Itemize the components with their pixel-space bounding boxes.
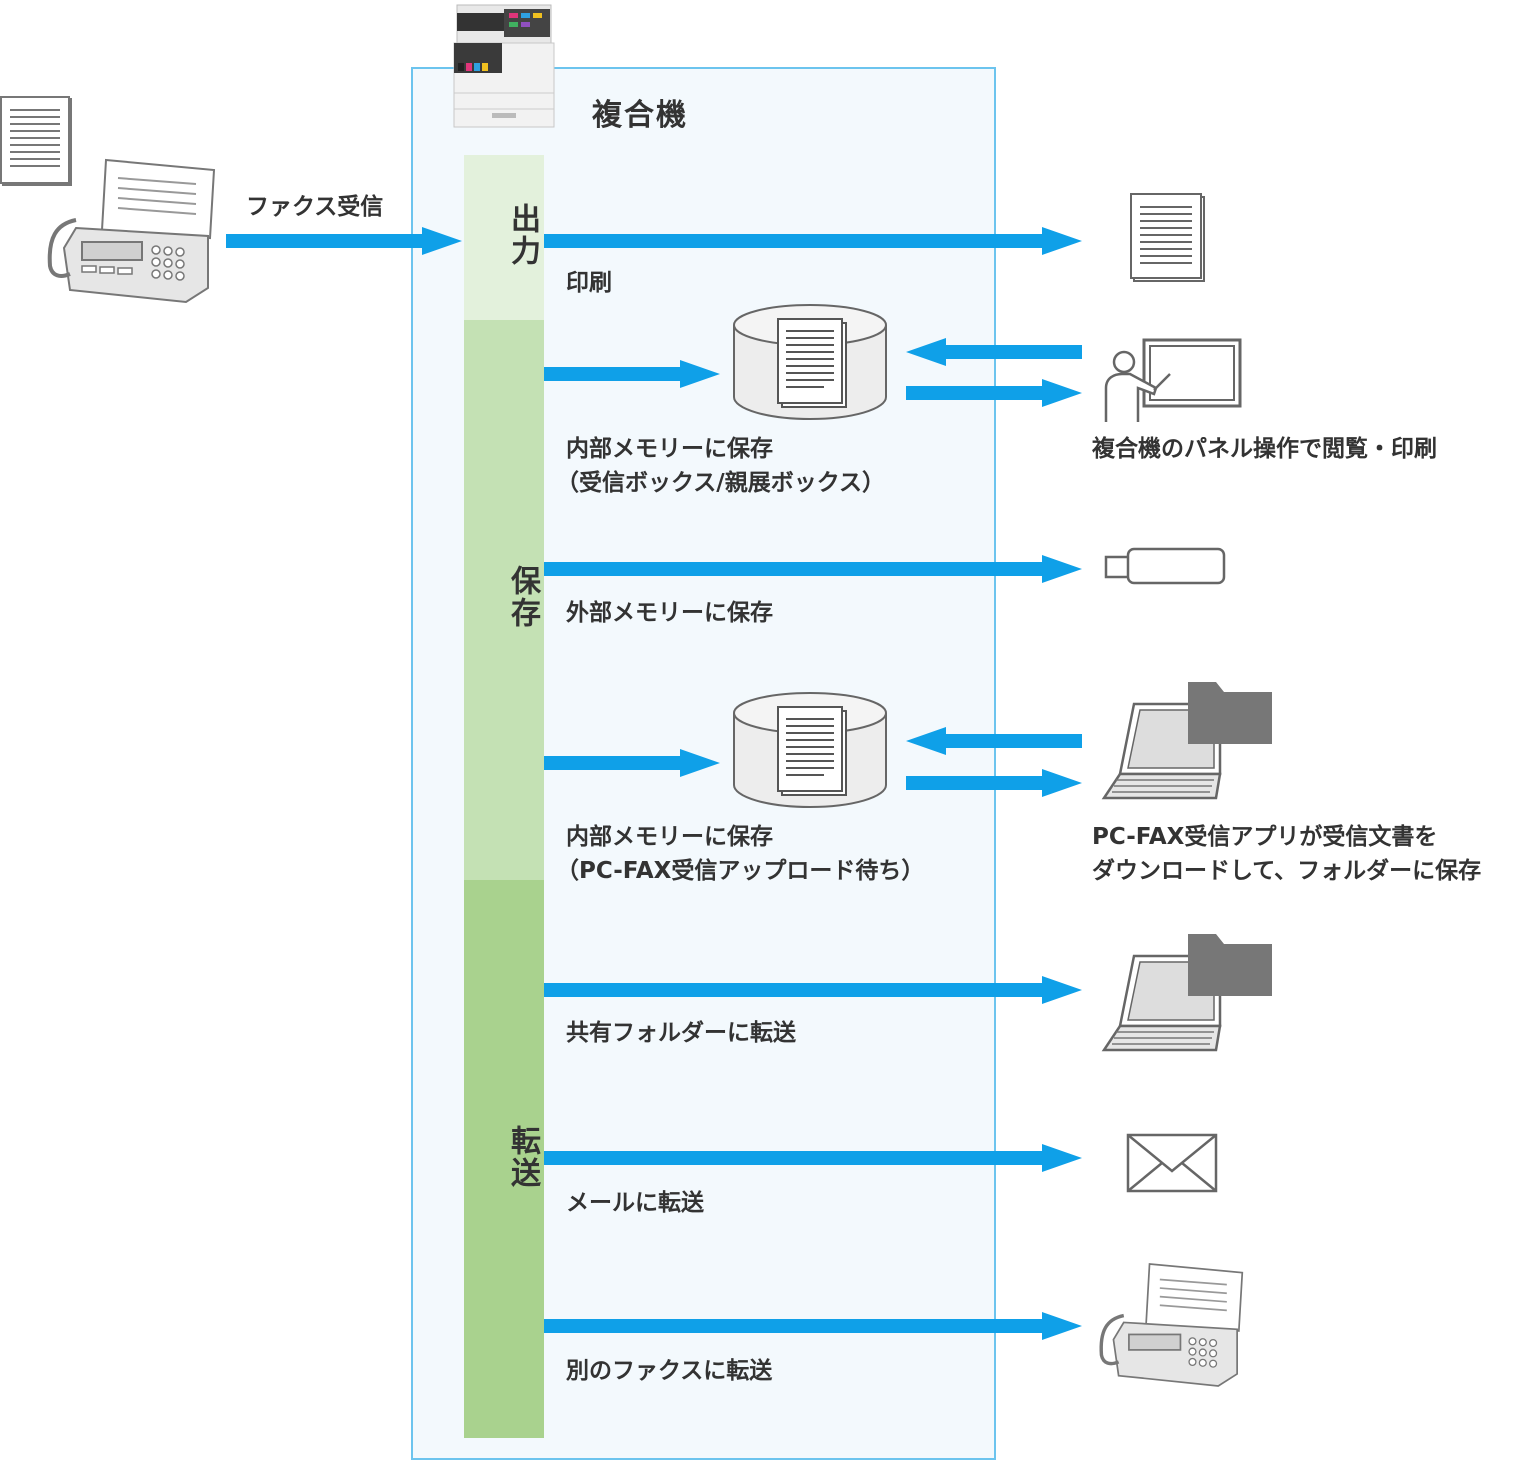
arrow-memory-1-to-panel <box>906 379 1082 407</box>
source-document-icon <box>0 96 72 186</box>
arrow-panel-to-memory-1 <box>906 338 1082 366</box>
route-other-fax-label: 別のファクスに転送 <box>566 1358 773 1384</box>
laptop-folder-icon-2 <box>1101 934 1272 1052</box>
laptop-folder-icon <box>1101 682 1272 800</box>
route-email-label: メールに転送 <box>566 1190 704 1216</box>
presenter-panel-icon <box>1104 338 1242 422</box>
route-pcfax-memory-label-1: 内部メモリーに保存 <box>566 824 773 850</box>
route-panel-view-label: 複合機のパネル操作で閲覧・印刷 <box>1092 436 1437 462</box>
route-print-label: 印刷 <box>566 270 612 296</box>
band-save-label: 保存 <box>505 565 540 629</box>
arrow-fax-receive <box>226 227 462 255</box>
route-internal-memory-label-2: （受信ボックス/親展ボックス） <box>556 470 886 496</box>
arrow-to-memory-1 <box>544 360 720 388</box>
route-pcfax-memory-label-2: （PC-FAX受信アップロード待ち） <box>556 858 925 884</box>
band-save: 保存 <box>464 320 544 880</box>
arrow-external-memory <box>544 555 1082 583</box>
band-output: 出力 <box>464 155 544 320</box>
band-forward-label: 転送 <box>505 1125 540 1189</box>
memory-drum-icon-2 <box>733 692 887 808</box>
route-shared-folder-label: 共有フォルダーに転送 <box>566 1020 796 1046</box>
band-forward: 転送 <box>464 880 544 1438</box>
memory-drum-icon <box>733 304 887 420</box>
arrow-email <box>544 1144 1082 1172</box>
arrow-print <box>544 227 1082 255</box>
usb-stick-icon <box>1104 547 1226 585</box>
band-output-label: 出力 <box>505 203 540 267</box>
device-title: 複合機 <box>592 98 688 133</box>
arrow-memory-2-to-laptop <box>906 769 1082 797</box>
receive-label: ファクス受信 <box>246 194 384 220</box>
multifunction-printer-icon <box>453 4 555 128</box>
arrow-to-memory-2 <box>544 749 720 777</box>
envelope-icon <box>1126 1133 1218 1193</box>
route-pcfax-app-label-1: PC-FAX受信アプリが受信文書を <box>1092 824 1438 850</box>
fax-machine-icon <box>47 158 216 304</box>
destination-fax-icon <box>1099 1263 1244 1387</box>
route-internal-memory-label-1: 内部メモリーに保存 <box>566 436 773 462</box>
arrow-shared-folder <box>544 976 1082 1004</box>
route-external-memory-label: 外部メモリーに保存 <box>566 600 773 626</box>
printed-document-icon <box>1130 193 1205 282</box>
arrow-laptop-to-memory-2 <box>906 727 1082 755</box>
arrow-other-fax <box>544 1312 1082 1340</box>
route-pcfax-app-label-2: ダウンロードして、フォルダーに保存 <box>1092 858 1482 884</box>
